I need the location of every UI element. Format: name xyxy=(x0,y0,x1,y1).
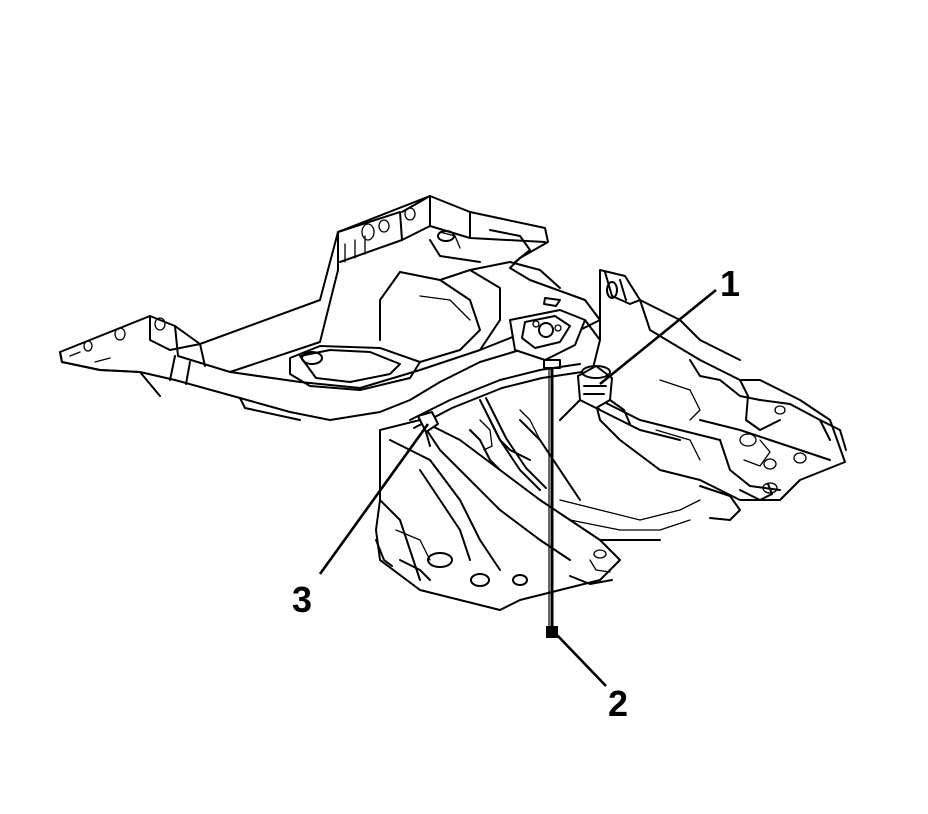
callout-label-1: 1 xyxy=(720,263,740,304)
component-3 xyxy=(417,411,439,447)
callout-label-2: 2 xyxy=(608,683,628,724)
rear-frame-section xyxy=(59,195,601,421)
floor-tunnel-section xyxy=(289,229,561,391)
front-subframe xyxy=(375,419,701,611)
center-crossmember xyxy=(509,297,601,421)
leader-line-3 xyxy=(318,423,430,575)
front-right-structure xyxy=(589,269,847,521)
fastener-2 xyxy=(543,359,561,638)
callout-label-3: 3 xyxy=(292,579,312,620)
leader-lines xyxy=(318,288,717,687)
component-1 xyxy=(577,365,631,425)
leader-line-1 xyxy=(599,288,717,386)
leader-line-2 xyxy=(555,633,607,687)
